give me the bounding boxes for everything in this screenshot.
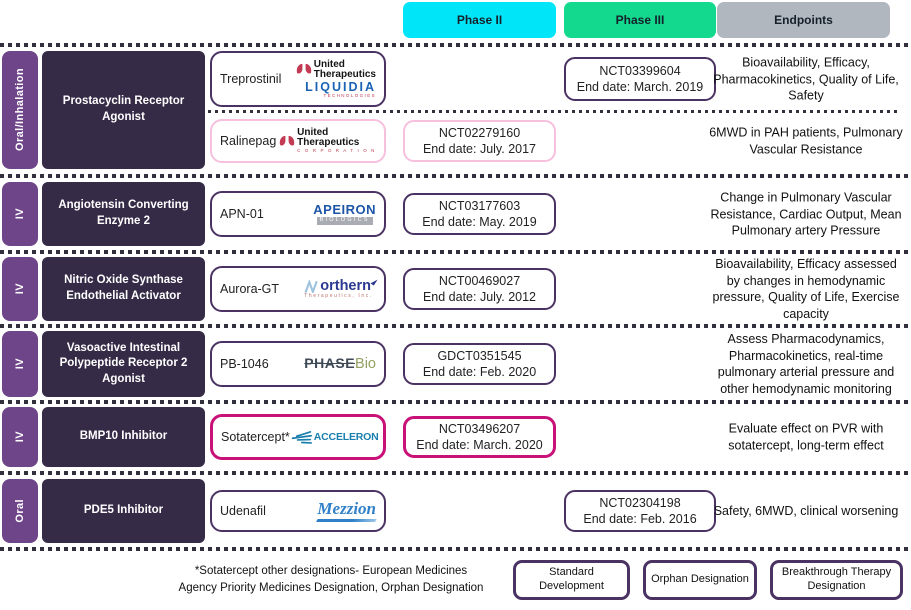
header-phase3: Phase III: [564, 2, 716, 38]
endpoints-text: Evaluate effect on PVR with sotatercept,…: [728, 421, 884, 453]
legend-standard-development: Standard Development: [513, 560, 630, 600]
header-endpoints: Endpoints: [717, 2, 890, 38]
drug-class-box: BMP10 Inhibitor: [42, 407, 205, 467]
drug-class-box: Prostacyclin Receptor Agonist: [42, 51, 205, 169]
swoosh-icon: [291, 431, 312, 444]
wave-n-icon: [304, 280, 318, 294]
pipeline-row-bmp10: IV BMP10 Inhibitor Sotatercept* ACCELERO…: [0, 405, 911, 469]
tick-icon: [370, 277, 378, 286]
dotted-separator: [0, 471, 911, 475]
pipeline-row-nos: IV Nitric Oxide Synthase Endothelial Act…: [0, 255, 911, 323]
northern-therapeutics-logo: orthern Therapeutics, Inc.: [304, 277, 378, 300]
route-label: IV: [2, 257, 38, 321]
sotatercept-footnote: *Sotatercept other designations- Europea…: [178, 564, 484, 594]
footer: *Sotatercept other designations- Europea…: [0, 552, 911, 608]
trial-box-gdct0351545: GDCT0351545 End date: Feb. 2020: [403, 343, 556, 385]
drug-class-box: Vasoactive Intestinal Polypeptide Recept…: [42, 331, 205, 397]
route-label: IV: [2, 182, 38, 246]
lungs-icon: [296, 63, 311, 74]
route-label: Oral: [2, 479, 38, 543]
pipeline-row-vip2: IV Vasoactive Intestinal Polypeptide Rec…: [0, 329, 911, 399]
legend-orphan-designation: Orphan Designation: [643, 560, 757, 600]
liquidia-logo: LIQUIDIA TECHNOLOGIES: [305, 79, 376, 98]
pipeline-row-pde5: Oral PDE5 Inhibitor Udenafil Mezzion NCT…: [0, 477, 911, 545]
dotted-separator: [0, 174, 911, 178]
dotted-separator: [0, 324, 911, 328]
trial-box-nct03496207: NCT03496207 End date: March. 2020: [403, 416, 556, 458]
drug-box-apn01: APN-01 APEIRON BIOLOGICS: [210, 191, 386, 237]
trial-box-nct02279160: NCT02279160 End date: July. 2017: [403, 120, 556, 162]
route-label: IV: [2, 331, 38, 397]
legend-breakthrough-therapy: Breakthrough Therapy Designation: [770, 560, 903, 600]
dotted-separator: [0, 250, 911, 254]
route-label: Oral/Inhalation: [2, 51, 38, 169]
trial-box-nct03399604: NCT03399604 End date: March. 2019: [564, 57, 716, 101]
drug-box-aurora-gt: Aurora-GT orthern Therapeutics, Inc.: [210, 266, 386, 312]
endpoints-text: Bioavailability, Efficacy, Pharmacokinet…: [713, 55, 899, 103]
trial-box-nct02304198: NCT02304198 End date: Feb. 2016: [564, 490, 716, 532]
drug-class-box: Angiotensin Converting Enzyme 2: [42, 182, 205, 246]
dotted-separator: [0, 400, 911, 404]
lungs-icon: [279, 135, 295, 145]
drug-class-box: PDE5 Inhibitor: [42, 479, 205, 543]
mezzion-logo: Mezzion: [316, 500, 377, 522]
pipeline-row-ace2: IV Angiotensin Converting Enzyme 2 APN-0…: [0, 180, 911, 248]
dotted-separator: [0, 547, 911, 551]
apeiron-logo: APEIRON BIOLOGICS: [313, 201, 376, 226]
underline-swoosh: [316, 519, 377, 522]
acceleron-logo: ACCELERON: [290, 429, 379, 445]
pipeline-row-prostacyclin: Oral/Inhalation Prostacyclin Receptor Ag…: [0, 49, 911, 171]
dotted-separator: [208, 110, 897, 113]
drug-class-box: Nitric Oxide Synthase Endothelial Activa…: [42, 257, 205, 321]
trial-box-nct00469027: NCT00469027 End date: July. 2012: [403, 268, 556, 310]
dotted-separator: [0, 43, 911, 47]
header-phase2: Phase II: [403, 2, 556, 38]
endpoints-text: 6MWD in PAH patients, Pulmonary Vascular…: [709, 125, 903, 157]
drug-box-sotatercept: Sotatercept* ACCELERON: [210, 414, 386, 460]
drug-box-udenafil: Udenafil Mezzion: [210, 490, 386, 532]
endpoints-text: Assess Pharmacodynamics, Pharmacokinetic…: [717, 332, 895, 396]
trial-box-nct03177603: NCT03177603 End date: May. 2019: [403, 193, 556, 235]
endpoints-text: Bioavailability, Efficacy assessed by ch…: [712, 257, 900, 321]
endpoints-text: Change in Pulmonary Vascular Resistance,…: [710, 190, 902, 238]
route-label: IV: [2, 407, 38, 467]
endpoints-text: Safety, 6MWD, clinical worsening: [713, 503, 899, 518]
